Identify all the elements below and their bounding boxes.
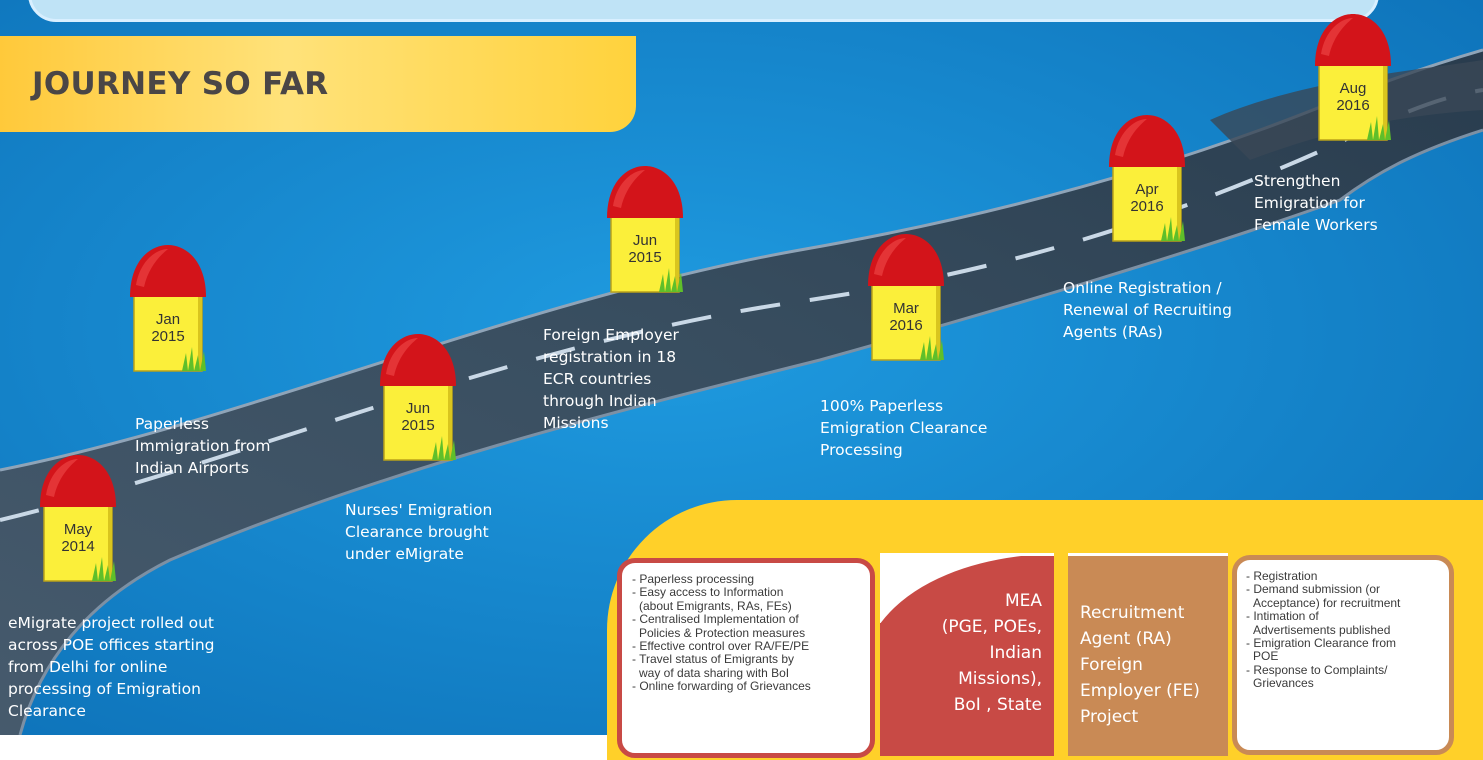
milestone-month: May	[63, 521, 93, 538]
milestone-stone-icon	[130, 245, 206, 372]
caption-apr-2016: Online Registration /Renewal of Recruiti…	[1063, 279, 1232, 341]
milestone-year: 2016	[1336, 97, 1370, 114]
milestone-month: Jun	[632, 232, 658, 249]
milestone-stone-icon	[40, 455, 116, 582]
title-banner: JOURNEY SO FAR	[0, 36, 636, 132]
milestone-month: Mar	[893, 300, 919, 317]
mea-curve	[880, 553, 1054, 623]
milestone-stone-icon	[1109, 115, 1185, 242]
benefits-right-card: - Registration - Demand submission (or A…	[1232, 555, 1454, 755]
milestone-stone-icon	[868, 234, 944, 361]
milestone-month: Apr	[1135, 181, 1159, 198]
benefits-left-card: - Paperless processing - Easy access to …	[617, 558, 875, 758]
milestone-year: 2015	[628, 249, 662, 266]
page-title: JOURNEY SO FAR	[32, 66, 329, 102]
milestone-year: 2015	[401, 417, 435, 434]
top-bar	[28, 0, 1379, 22]
milestone-month: Jan	[155, 311, 181, 328]
milestone-year: 2016	[1130, 198, 1164, 215]
milestone-stone-icon	[380, 334, 456, 461]
milestone-year: 2016	[889, 317, 923, 334]
milestone-stone-icon	[607, 166, 683, 293]
milestone-month: Jun	[405, 400, 431, 417]
milestone-year: 2015	[151, 328, 185, 345]
milestone-month: Aug	[1339, 80, 1367, 97]
milestone-year: 2014	[61, 538, 95, 555]
milestone-stone-icon	[1315, 14, 1391, 141]
